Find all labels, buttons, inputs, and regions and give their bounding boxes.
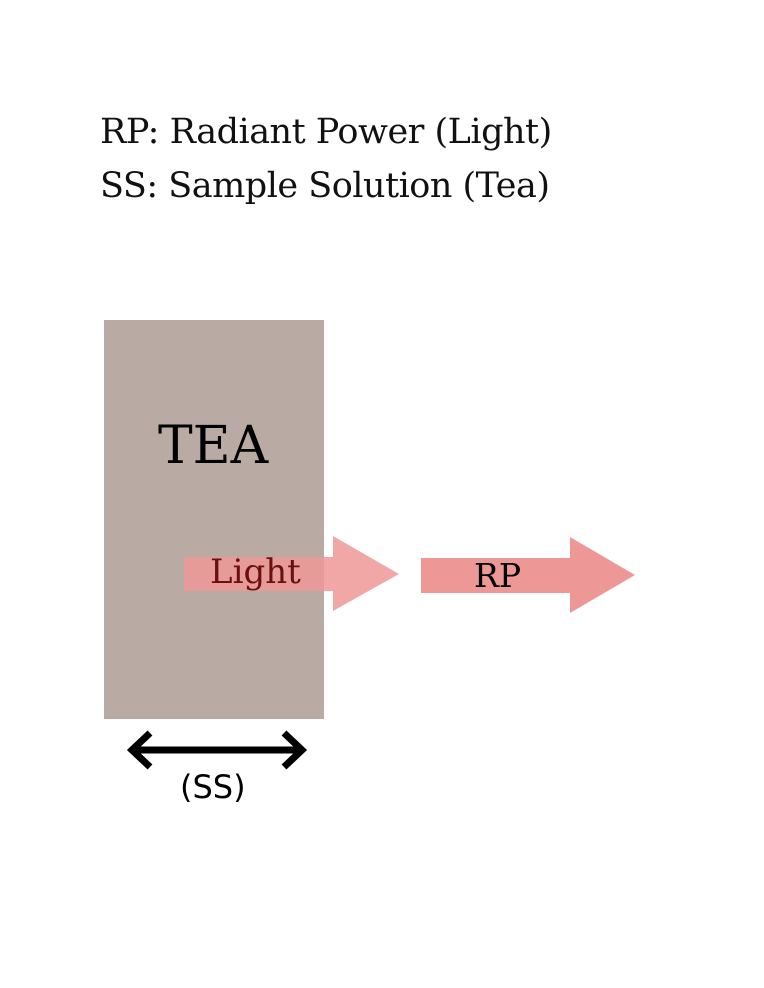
light-label: Light: [210, 552, 301, 592]
rp-label: RP: [474, 556, 522, 595]
incident-light-arrow: [184, 536, 399, 611]
legend-rp: RP: Radiant Power (Light): [100, 112, 552, 152]
right-arrowhead-icon: [281, 730, 308, 770]
legend-ss: SS: Sample Solution (Tea): [100, 166, 550, 206]
transmitted-rp-arrow: [421, 537, 635, 613]
path-length-double-arrow: [126, 730, 308, 770]
ss-label: (SS): [180, 768, 246, 806]
tea-sample-box: [104, 320, 324, 719]
left-arrowhead-icon: [126, 730, 153, 770]
tea-label: TEA: [158, 416, 269, 476]
